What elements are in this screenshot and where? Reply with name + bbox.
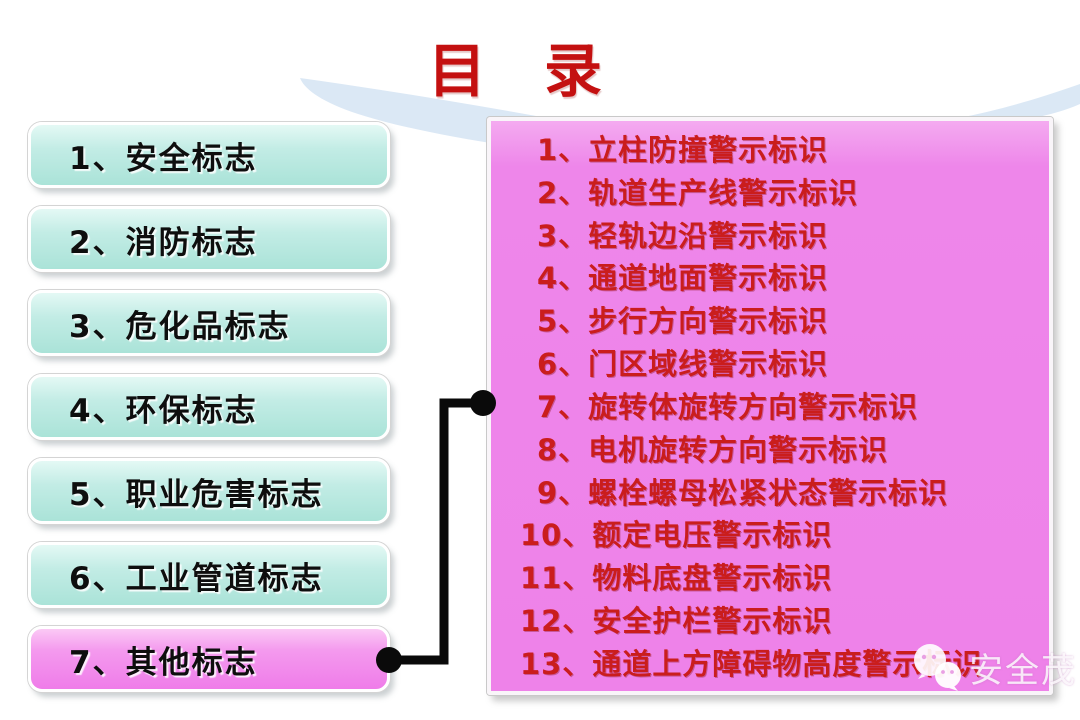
menu-item-safety-signs[interactable]: 1、安全标志 bbox=[28, 122, 390, 188]
menu-item-hazchem-signs[interactable]: 3、危化品标志 bbox=[28, 290, 390, 356]
list-item: 12、安全护栏警示标识 bbox=[520, 604, 833, 639]
menu-item-industrial-pipeline-signs[interactable]: 6、工业管道标志 bbox=[28, 542, 390, 608]
list-item: 9、螺栓螺母松紧状态警示标识 bbox=[537, 475, 949, 510]
menu-item-label: 4、环保标志 bbox=[69, 392, 258, 429]
list-item: 11、物料底盘警示标识 bbox=[520, 561, 833, 596]
list-item: 3、轻轨边沿警示标识 bbox=[537, 218, 829, 253]
list-item: 4、通道地面警示标识 bbox=[537, 261, 829, 296]
menu-item-occupational-hazard-signs[interactable]: 5、职业危害标志 bbox=[28, 458, 390, 524]
menu-item-label: 7、其他标志 bbox=[69, 644, 258, 681]
menu-item-environment-signs[interactable]: 4、环保标志 bbox=[28, 374, 390, 440]
list-item: 13、通道上方障碍物高度警示标识 bbox=[520, 646, 983, 681]
right-panel: 1、立柱防撞警示标识 2、轨道生产线警示标识 3、轻轨边沿警示标识 4、通道地面… bbox=[487, 117, 1053, 695]
menu-item-label: 6、工业管道标志 bbox=[69, 560, 324, 597]
list-item: 10、额定电压警示标识 bbox=[520, 518, 833, 553]
menu-item-label: 3、危化品标志 bbox=[69, 308, 291, 345]
menu-item-fire-signs[interactable]: 2、消防标志 bbox=[28, 206, 390, 272]
list-item: 7、旋转体旋转方向警示标识 bbox=[537, 389, 919, 424]
list-item: 6、门区域线警示标识 bbox=[537, 347, 829, 382]
watermark-label: 安全茂 bbox=[969, 650, 1077, 691]
menu-item-other-signs[interactable]: 7、其他标志 bbox=[28, 626, 390, 692]
left-menu: 1、安全标志 2、消防标志 3、危化品标志 4、环保标志 5、职业危害标志 6、… bbox=[28, 122, 390, 692]
list-item: 8、电机旋转方向警示标识 bbox=[537, 432, 889, 467]
menu-item-label: 2、消防标志 bbox=[69, 224, 258, 261]
connector-path bbox=[389, 398, 492, 665]
wechat-icon bbox=[914, 644, 961, 691]
page-title: 目 录 bbox=[427, 37, 602, 105]
list-item: 2、轨道生产线警示标识 bbox=[537, 175, 859, 210]
watermark: 安全茂 bbox=[904, 641, 1077, 693]
list-item: 1、立柱防撞警示标识 bbox=[537, 133, 829, 167]
menu-item-label: 5、职业危害标志 bbox=[69, 476, 324, 513]
menu-item-label: 1、安全标志 bbox=[69, 140, 258, 177]
list-item: 5、步行方向警示标识 bbox=[537, 304, 829, 339]
